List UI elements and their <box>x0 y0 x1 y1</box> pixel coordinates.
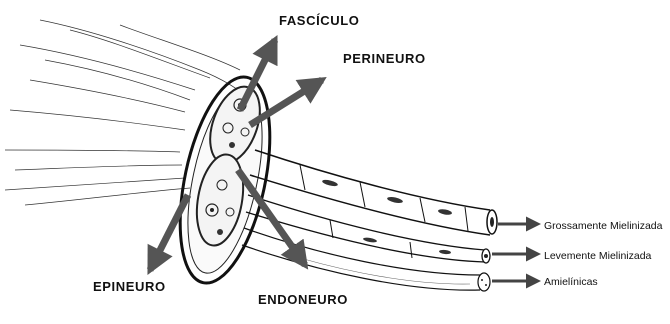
label-endoneuro: ENDONEURO <box>258 292 348 307</box>
label-epineuro: EPINEURO <box>93 279 166 294</box>
label-fasciculo: FASCÍCULO <box>279 13 360 28</box>
arrow-epineuro <box>150 195 188 270</box>
label-levemente: Levemente Mielinizada <box>544 250 652 262</box>
myelinated-fiber-thick <box>250 150 497 235</box>
label-perineuro: PERINEURO <box>343 51 426 66</box>
label-grossamente: Grossamente Mielinizada <box>544 220 663 232</box>
label-amielinicas: Amielínicas <box>544 276 598 288</box>
